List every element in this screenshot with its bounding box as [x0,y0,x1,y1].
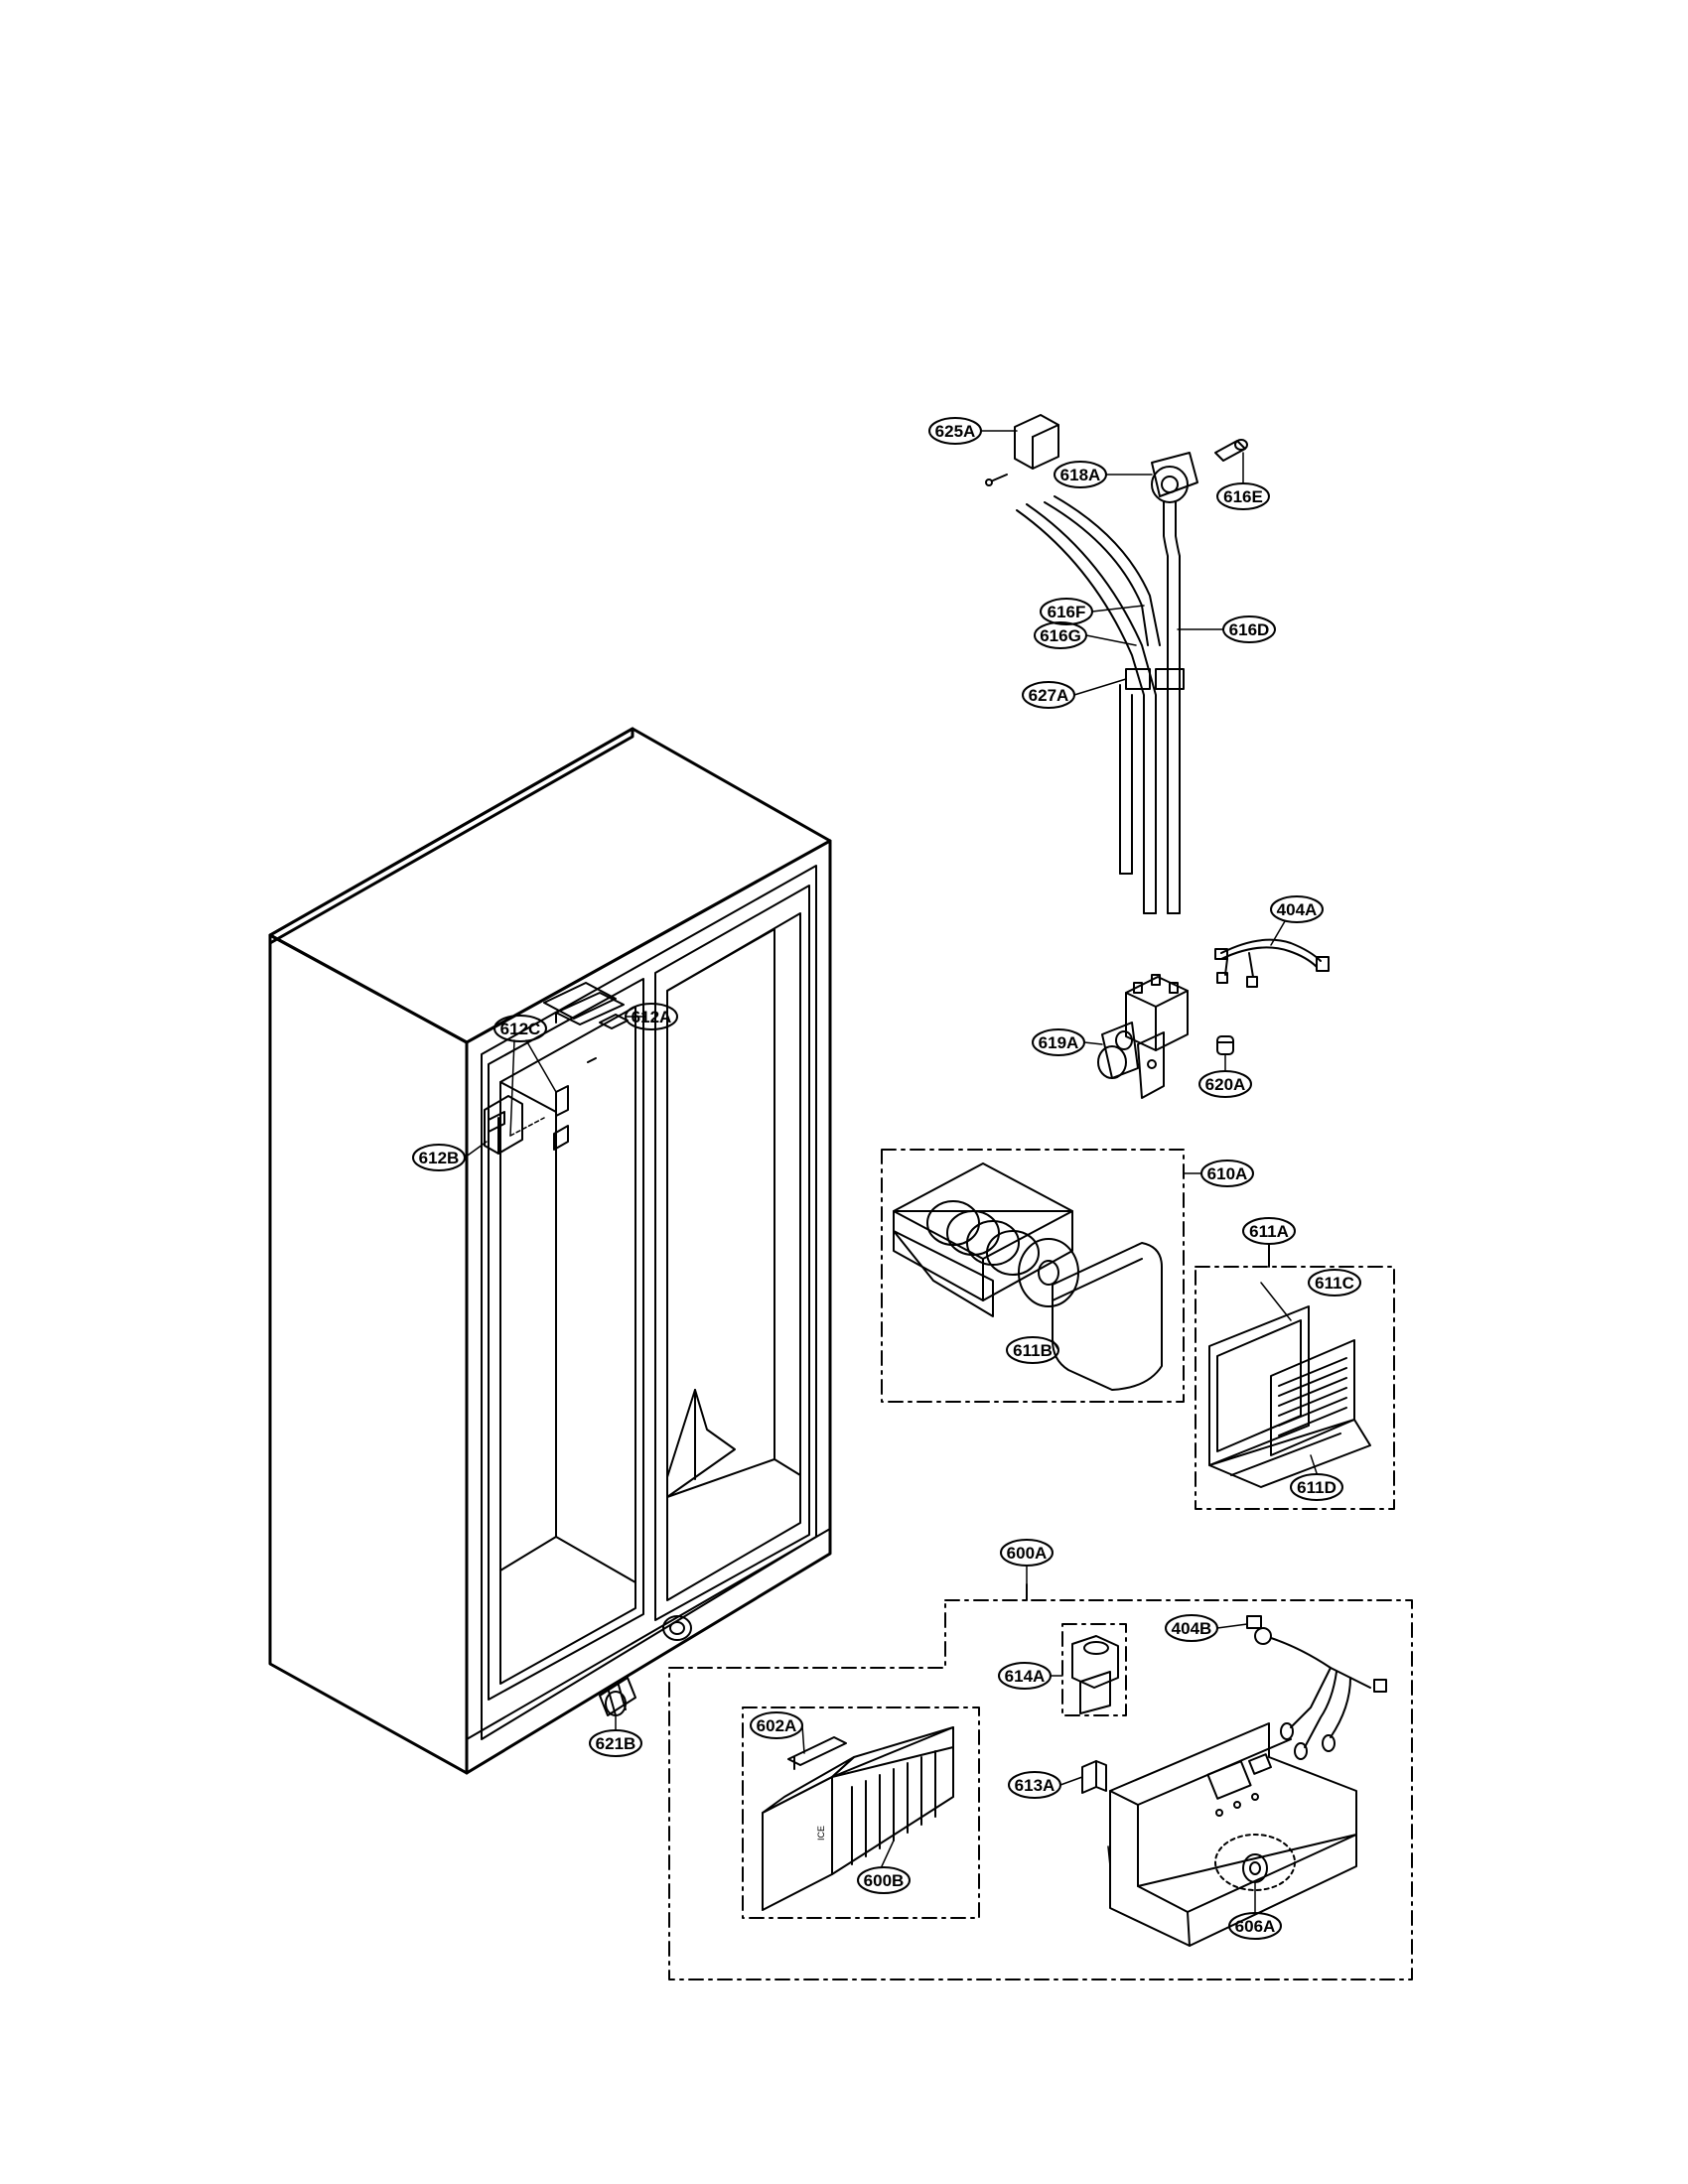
svg-text:612B: 612B [419,1149,460,1167]
callout-619A: 619A [1032,1028,1085,1056]
callout-621B: 621B [589,1729,642,1757]
svg-text:616D: 616D [1229,620,1270,639]
callout-612B: 612B [412,1144,466,1171]
group-611A [1195,1244,1395,1510]
callout-627A: 627A [1022,681,1075,709]
callout-613A: 613A [1008,1771,1061,1799]
svg-text:620A: 620A [1205,1075,1246,1094]
callout-611B: 611B [1006,1336,1059,1364]
callout-404B: 404B [1165,1614,1218,1642]
svg-text:600A: 600A [1007,1544,1048,1563]
callout-611A: 611A [1242,1217,1296,1245]
svg-text:611A: 611A [1249,1222,1289,1241]
svg-text:616G: 616G [1040,626,1081,645]
callouts: 625A 618A 616E 616F 616G 616D 627A 404A … [412,417,1361,1940]
callout-618A: 618A [1054,461,1107,488]
group-600A: ICE [668,1583,1413,1980]
callout-611C: 611C [1308,1269,1361,1297]
callout-616G: 616G [1034,621,1087,649]
svg-text:616E: 616E [1223,487,1263,506]
callout-616E: 616E [1216,482,1270,510]
svg-text:618A: 618A [1060,466,1101,484]
icemaker-label: ICE [816,1826,826,1841]
callout-602A: 602A [750,1711,803,1739]
svg-text:606A: 606A [1235,1917,1276,1936]
callout-612C: 612C [493,1015,547,1042]
water-tubing-assembly [985,414,1248,914]
svg-text:611D: 611D [1297,1478,1336,1497]
callout-616D: 616D [1222,615,1276,643]
callout-600B: 600B [857,1866,911,1894]
group-610A [881,1149,1185,1403]
refrigerator-cabinet [268,727,832,1775]
svg-text:610A: 610A [1207,1164,1248,1183]
callout-611D: 611D [1290,1473,1343,1501]
callout-612A: 612A [625,1003,678,1030]
svg-text:627A: 627A [1029,686,1069,705]
svg-text:600B: 600B [864,1871,905,1890]
callout-614A: 614A [998,1662,1052,1690]
svg-text:616F: 616F [1048,603,1086,621]
svg-text:619A: 619A [1039,1033,1079,1052]
callout-404A: 404A [1270,895,1324,923]
callout-610A: 610A [1200,1160,1254,1187]
callout-606A: 606A [1228,1912,1282,1940]
callout-620A: 620A [1198,1070,1252,1098]
svg-text:404A: 404A [1277,900,1318,919]
fitting-621B [599,1677,636,1716]
callout-600A: 600A [1000,1539,1054,1567]
svg-text:613A: 613A [1015,1776,1055,1795]
wire-harness-404A [1214,938,1330,988]
svg-text:612C: 612C [500,1020,541,1038]
water-valve-619A [1097,974,1234,1099]
svg-text:602A: 602A [757,1716,797,1735]
leader-lines [464,430,1318,1913]
svg-text:611B: 611B [1013,1341,1053,1360]
rail-parts-612 [484,982,629,1155]
svg-text:404B: 404B [1172,1619,1212,1638]
callout-616F: 616F [1040,598,1093,625]
svg-text:612A: 612A [632,1008,672,1026]
callout-625A: 625A [928,417,982,445]
svg-text:625A: 625A [935,422,976,441]
svg-text:621B: 621B [596,1734,636,1753]
svg-text:614A: 614A [1005,1667,1046,1686]
svg-text:611C: 611C [1315,1274,1354,1293]
